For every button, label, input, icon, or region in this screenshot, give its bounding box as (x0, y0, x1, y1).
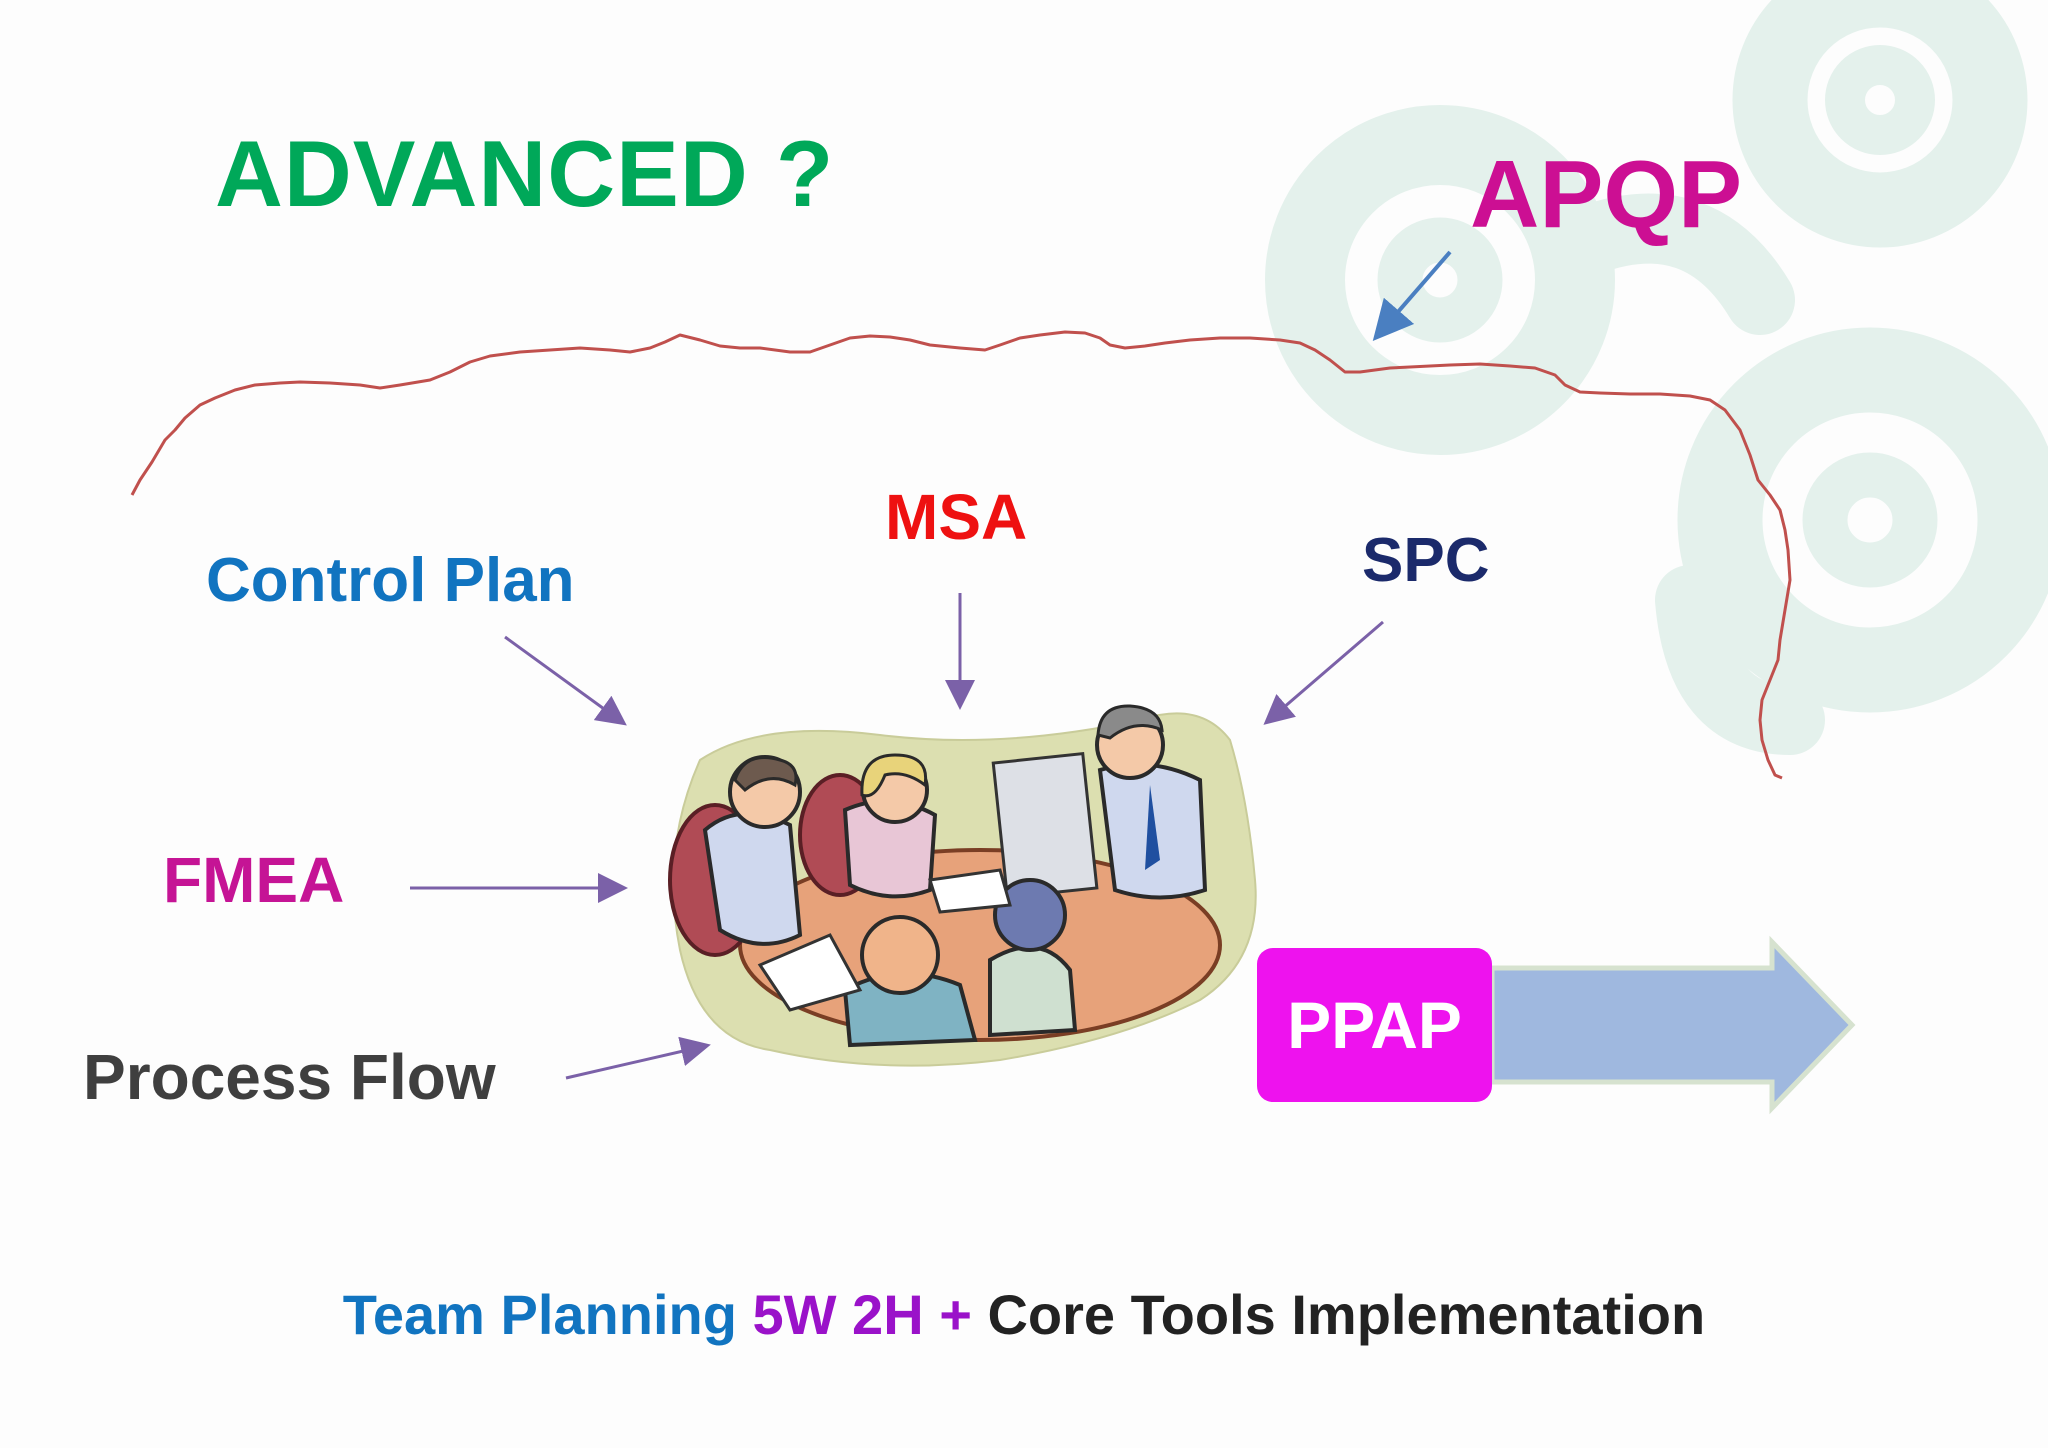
ppap-box: PPAP (1257, 948, 1492, 1102)
process-flow-arrow (565, 1036, 711, 1080)
footer-5w2h: 5W 2H (752, 1283, 924, 1346)
control-plan-arrow (504, 635, 627, 726)
fmea-label: FMEA (163, 844, 345, 916)
apqp-arrow (1372, 250, 1452, 342)
control-plan-label: Control Plan (206, 546, 575, 615)
msa-label: MSA (885, 481, 1028, 553)
heading-advanced: ADVANCED ? (215, 121, 835, 226)
apqp-label: APQP (1470, 141, 1743, 248)
spc-arrow (1263, 620, 1384, 725)
footer-plus: + (939, 1283, 972, 1346)
spc-label: SPC (1362, 526, 1490, 595)
ppap-label: PPAP (1287, 988, 1462, 1062)
process-flow-label: Process Flow (83, 1041, 496, 1113)
footer-team-planning: Team Planning (342, 1283, 737, 1346)
footer-core-tools: Core Tools Implementation (987, 1283, 1706, 1346)
footer-caption: Team Planning 5W 2H + Core Tools Impleme… (0, 1282, 2048, 1347)
